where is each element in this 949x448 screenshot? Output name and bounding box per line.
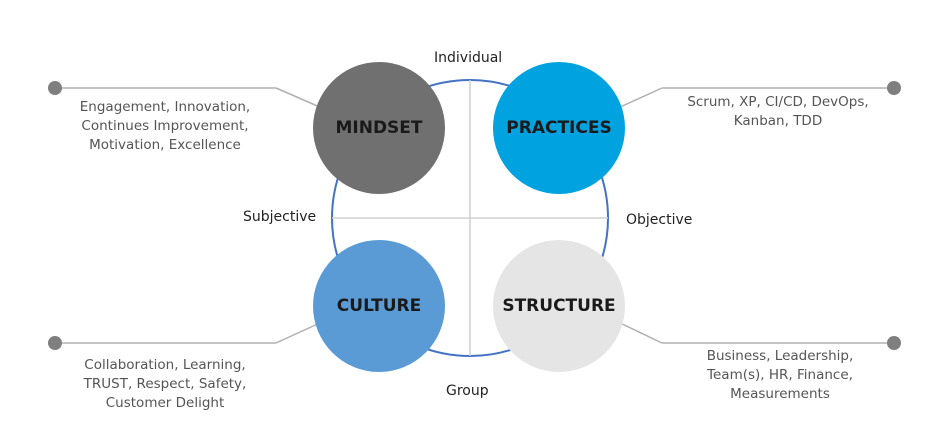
structure-circle bbox=[493, 240, 625, 372]
axis-label-group: Group bbox=[446, 383, 489, 399]
culture-label: CULTURE bbox=[336, 296, 422, 316]
mindset-description-line: Motivation, Excellence bbox=[89, 137, 241, 153]
mindset-description-line: Continues Improvement, bbox=[81, 118, 249, 134]
mindset-endpoint-dot bbox=[48, 81, 62, 95]
culture-connector-diagonal bbox=[275, 321, 323, 344]
practices-description-line: Scrum, XP, CI/CD, DevOps, bbox=[687, 94, 869, 110]
structure-description-line: Business, Leadership, bbox=[706, 348, 854, 364]
axis-label-subjective: Subjective bbox=[243, 209, 317, 225]
mindset-connector-diagonal bbox=[275, 87, 323, 109]
culture-description-line: TRUST, Respect, Safety, bbox=[83, 376, 247, 392]
mindset-description: Engagement, Innovation, Continues Improv… bbox=[45, 98, 285, 155]
culture-circle bbox=[313, 240, 445, 372]
axis-label-individual: Individual bbox=[434, 50, 503, 66]
structure-description-line: Measurements bbox=[730, 386, 830, 402]
axis-label-objective: Objective bbox=[626, 212, 693, 228]
structure-connector-diagonal bbox=[617, 321, 663, 344]
structure-description-line: Team(s), HR, Finance, bbox=[707, 367, 853, 383]
practices-endpoint-dot bbox=[887, 81, 901, 95]
mindset-description-line: Engagement, Innovation, bbox=[79, 99, 251, 115]
structure-endpoint-dot bbox=[887, 336, 901, 350]
practices-label: PRACTICES bbox=[506, 118, 612, 138]
practices-description: Scrum, XP, CI/CD, DevOps, Kanban, TDD bbox=[658, 93, 898, 131]
culture-description: Collaboration, Learning, TRUST, Respect,… bbox=[45, 356, 285, 413]
culture-endpoint-dot bbox=[48, 336, 62, 350]
mindset-label: MINDSET bbox=[335, 118, 423, 138]
practices-connector-diagonal bbox=[617, 87, 663, 109]
structure-label: STRUCTURE bbox=[502, 296, 616, 316]
culture-description-line: Customer Delight bbox=[105, 395, 225, 411]
practices-circle bbox=[493, 62, 625, 194]
mindset-circle bbox=[313, 62, 445, 194]
culture-description-line: Collaboration, Learning, bbox=[84, 357, 246, 373]
structure-description: Business, Leadership, Team(s), HR, Finan… bbox=[660, 347, 900, 404]
practices-description-line: Kanban, TDD bbox=[733, 113, 823, 129]
